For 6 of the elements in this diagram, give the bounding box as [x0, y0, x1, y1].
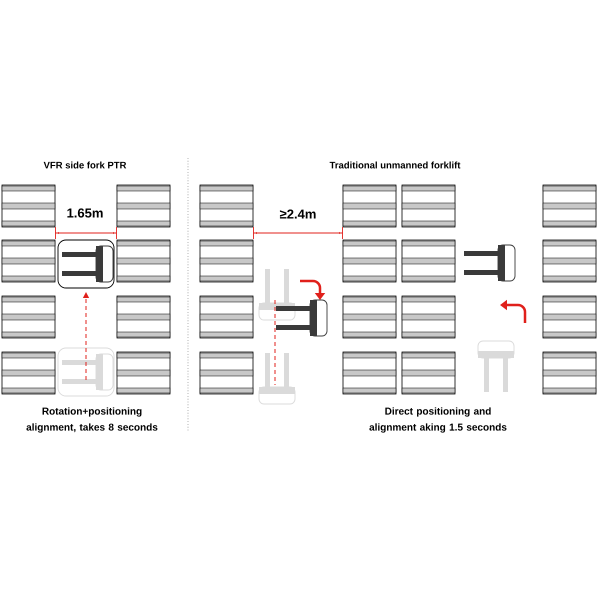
caption: Rotation+positioning alignment, takes 8 seconds — [26, 407, 158, 433]
panel-title: VFR side fork PTR — [44, 162, 126, 168]
dimension-label: 1.65m — [67, 208, 103, 218]
dimension-label: ≥2.4m — [280, 209, 316, 219]
caption: Direct positioning and alignment aking 1.5 seconds — [369, 407, 506, 433]
panel-title: Traditional unmanned forklift — [330, 162, 460, 168]
